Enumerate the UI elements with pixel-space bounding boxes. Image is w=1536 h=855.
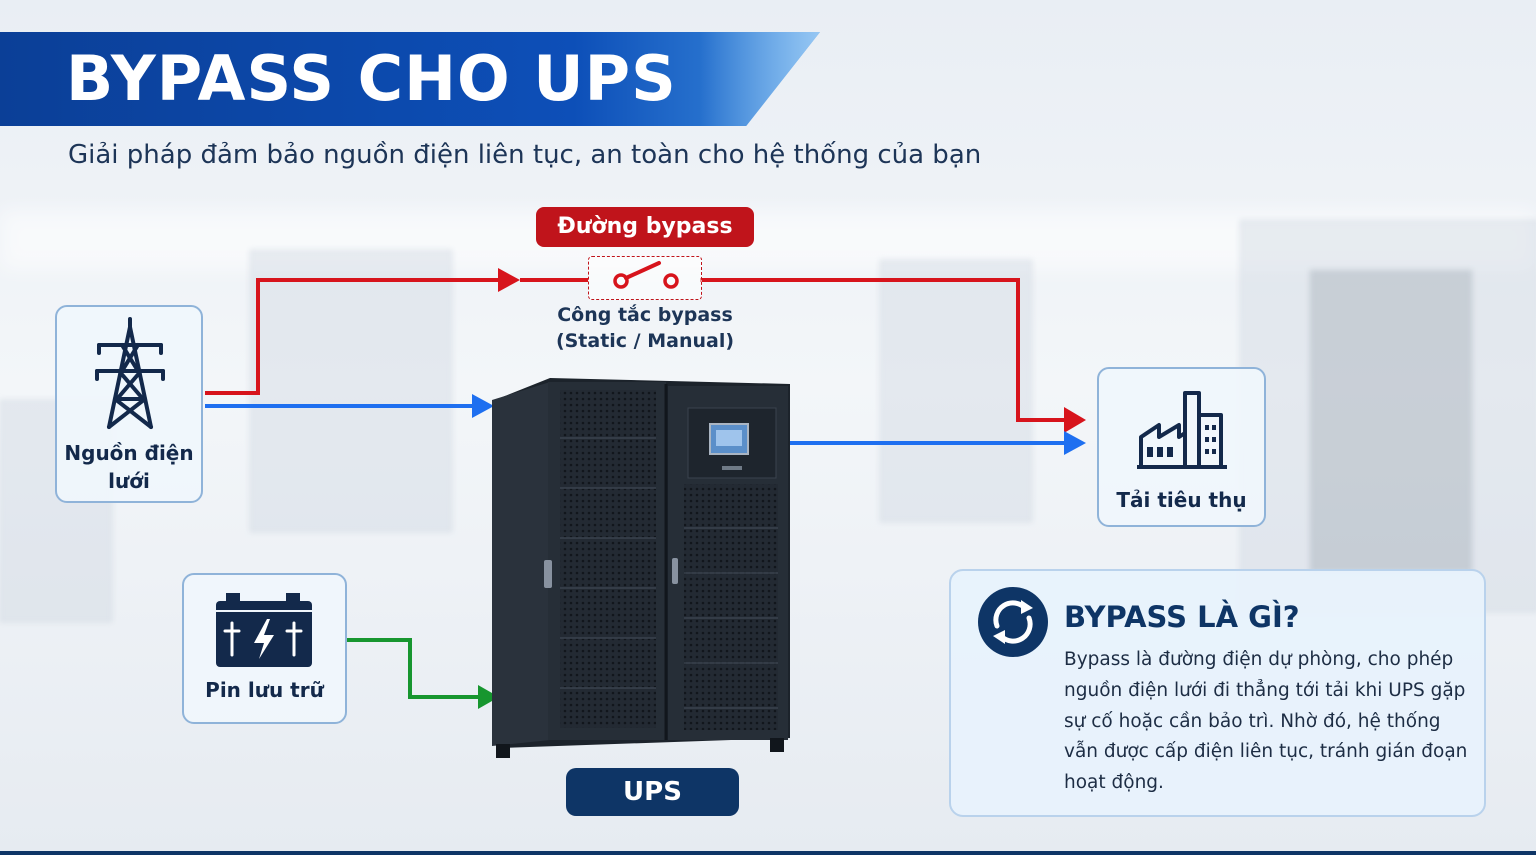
battery-label: Pin lưu trữ (205, 678, 324, 702)
info-body: Bypass là đường điện dự phòng, cho phép … (1064, 649, 1468, 794)
ups-label: UPS (566, 768, 739, 816)
bypass-line (205, 268, 1086, 433)
battery-icon (216, 593, 312, 667)
bg-cabinet (250, 250, 452, 532)
load-label: Tải tiêu thụ (1116, 488, 1247, 512)
switch-icon (613, 261, 679, 289)
switch-label-line1: Công tắc bypass (557, 304, 733, 326)
info-title: BYPASS LÀ GÌ? (1064, 600, 1300, 634)
grid-power-node: Nguồn điện lưới (55, 305, 203, 503)
ups-cabinet (492, 378, 790, 758)
grid-to-ups-line (205, 394, 494, 418)
bg-cabinet (880, 260, 1032, 522)
bottom-rule (0, 851, 1536, 855)
bypass-switch-label: Công tắc bypass (Static / Manual) (540, 302, 750, 354)
grid-label-line1: Nguồn điện (64, 441, 194, 465)
bypass-path-label: Đường bypass (536, 207, 754, 247)
battery-node: Pin lưu trữ (182, 573, 347, 724)
page-subtitle: Giải pháp đảm bảo nguồn điện liên tục, a… (68, 140, 982, 170)
page-title: BYPASS CHO UPS (66, 42, 677, 115)
ups-to-load-line (790, 431, 1086, 455)
info-card: BYPASS LÀ GÌ? Bypass là đường điện dự ph… (949, 569, 1486, 817)
bypass-switch (588, 256, 702, 300)
switch-label-line2: (Static / Manual) (555, 330, 735, 352)
factory-icon (1137, 391, 1227, 469)
bg-light-stripe (0, 210, 1536, 270)
refresh-icon (978, 587, 1048, 657)
battery-to-ups-line (347, 638, 499, 709)
bg-cabinet (1310, 270, 1472, 572)
grid-label-line2: lưới (108, 469, 150, 493)
power-tower-icon (95, 317, 165, 429)
load-node: Tải tiêu thụ (1097, 367, 1266, 527)
